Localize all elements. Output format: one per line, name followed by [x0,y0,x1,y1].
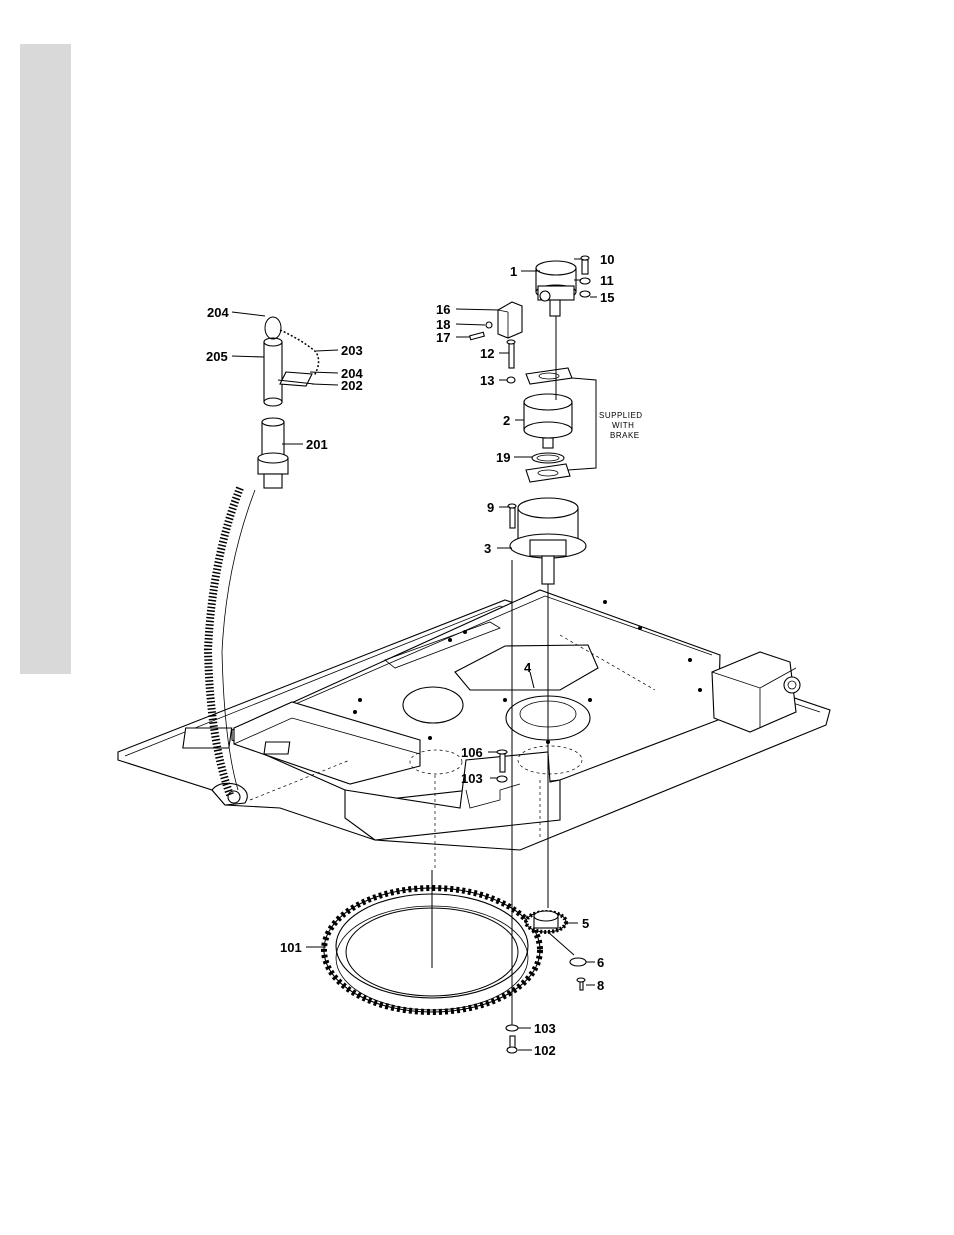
callout-205: 205 [206,349,228,364]
callout-101: 101 [280,940,302,955]
callout-17: 17 [436,330,450,345]
callout-9: 9 [487,500,494,515]
callout-204-top: 204 [207,305,229,320]
supplied-with-brake-note: SUPPLIED WITH BRAKE [599,411,643,440]
callout-15: 15 [600,290,614,305]
callout-8: 8 [597,978,604,993]
callout-13: 13 [480,373,494,388]
callout-12: 12 [480,346,494,361]
callout-3: 3 [484,541,491,556]
callout-6: 6 [597,955,604,970]
callout-202: 202 [341,378,363,393]
note-line-1: SUPPLIED [599,411,643,420]
callout-19: 19 [496,450,510,465]
callout-103-bottom: 103 [534,1021,556,1036]
callout-5: 5 [582,916,589,931]
callout-11: 11 [600,273,614,288]
turntable-frame [118,590,830,870]
note-line-2: WITH [612,421,634,430]
callout-1: 1 [510,264,517,279]
callout-2: 2 [503,413,510,428]
callout-10: 10 [600,252,614,267]
note-line-3: BRAKE [610,431,640,440]
callout-201: 201 [306,437,328,452]
callout-106: 106 [461,745,483,760]
callout-103-top: 103 [461,771,483,786]
callout-102: 102 [534,1043,556,1058]
callout-4: 4 [524,660,532,675]
callout-203: 203 [341,343,363,358]
callout-16: 16 [436,302,450,317]
